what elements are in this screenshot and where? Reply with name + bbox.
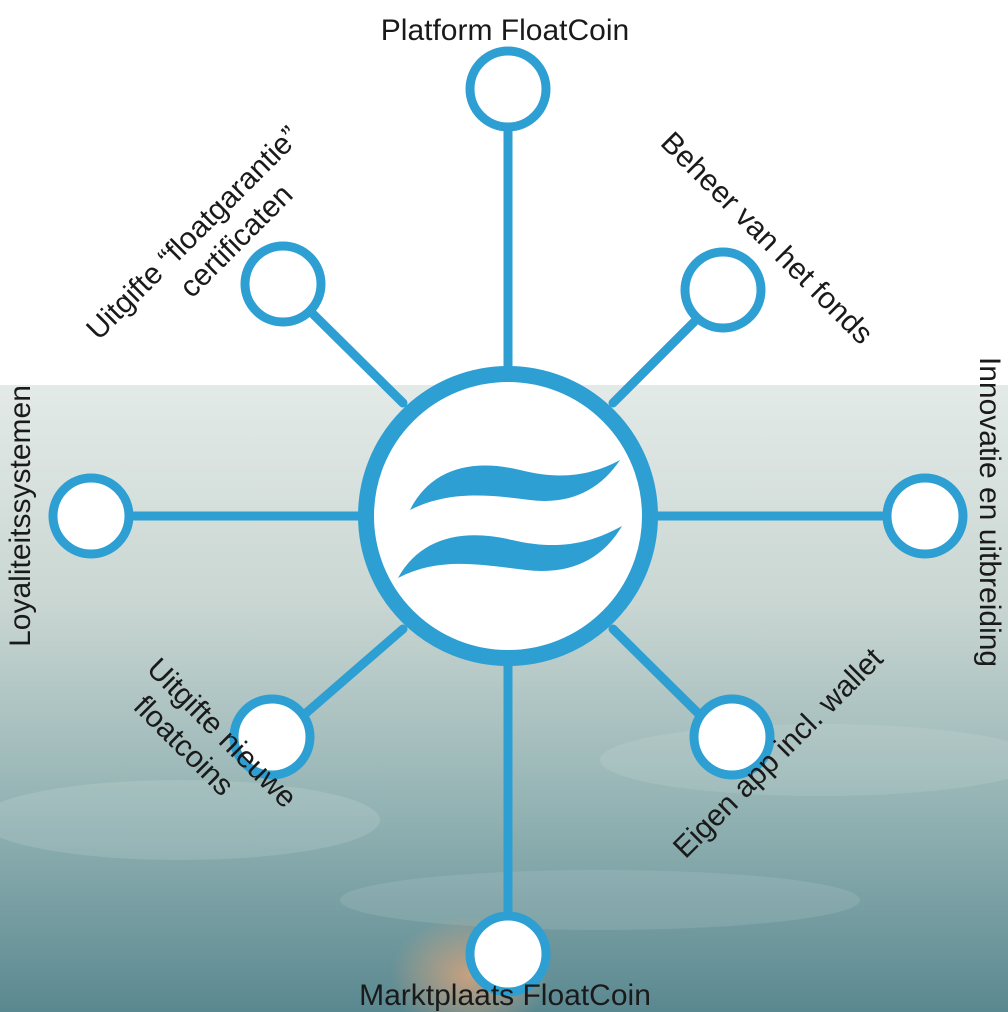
nodes (48, 46, 968, 997)
spoke-bottom-left (285, 624, 408, 732)
label-beheer-fonds: Beheer van het fonds (654, 126, 879, 351)
hub-circle (358, 366, 658, 666)
water-ripple (0, 780, 380, 860)
node-platform-floatcoin (465, 46, 551, 132)
label-platform-floatcoin: Platform FloatCoin (381, 14, 629, 47)
node-loyaliteitssystemen (48, 473, 134, 559)
label-marktplaats-floatcoin: Marktplaats FloatCoin (359, 979, 651, 1012)
wave-icon (398, 460, 622, 578)
spoke-bottom-right (608, 624, 717, 732)
label-innovatie-uitbreiding: Innovatie en uitbreiding (973, 357, 1006, 667)
node-eigen-app (689, 694, 775, 780)
spokes (121, 123, 893, 955)
node-marktplaats-floatcoin (465, 911, 551, 997)
label-beheer-fonds-group: Beheer van het fonds (654, 126, 879, 351)
node-innovatie-uitbreiding (882, 473, 968, 559)
node-beheer-fonds (680, 247, 766, 333)
label-innovatie-uitbreiding-group: Innovatie en uitbreiding (973, 357, 1006, 667)
spoke-top-right (608, 306, 710, 408)
node-uitgifte-floatcoins (229, 694, 315, 780)
label-loyaliteitssystemen: Loyaliteitssystemen (4, 385, 37, 647)
label-loyaliteitssystemen-group: Loyaliteitssystemen (4, 385, 37, 647)
center-hub (358, 366, 658, 666)
spoke-top-left (305, 306, 408, 408)
node-uitgifte-certificaten (240, 241, 326, 327)
